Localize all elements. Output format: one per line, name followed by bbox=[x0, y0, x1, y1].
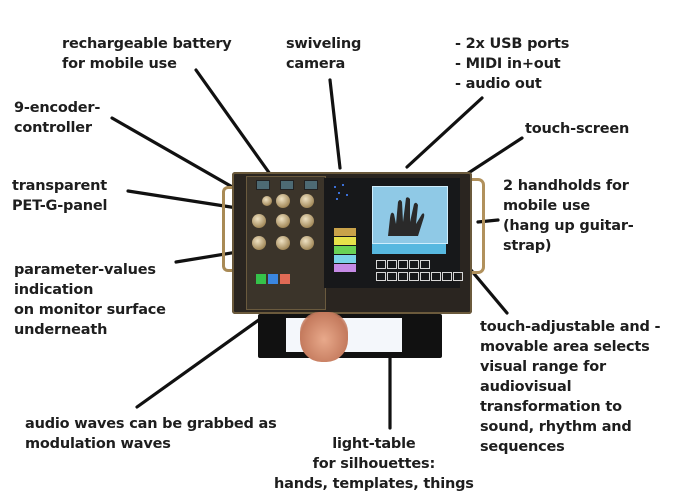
step-grid-bottom bbox=[376, 272, 463, 281]
label-light-table: light-table for silhouettes: hands, temp… bbox=[274, 436, 474, 492]
hand-on-light-table bbox=[300, 312, 348, 362]
encoder-knob bbox=[300, 214, 314, 228]
pad-green bbox=[256, 274, 266, 284]
pad-red bbox=[280, 274, 290, 284]
panel-button bbox=[280, 180, 294, 190]
label-touch-area: touch-adjustable and - movable area sele… bbox=[480, 319, 661, 455]
encoder-knob bbox=[276, 194, 290, 208]
label-panel: transparent PET-G-panel bbox=[12, 178, 108, 214]
leader-ports bbox=[405, 96, 484, 169]
pad-blue bbox=[268, 274, 278, 284]
step-grid-top bbox=[376, 260, 430, 269]
leader-battery bbox=[194, 68, 272, 176]
handhold-right bbox=[468, 178, 485, 274]
label-camera: swiveling camera bbox=[286, 36, 362, 72]
label-touchscreen: touch-screen bbox=[525, 121, 630, 137]
panel-button bbox=[304, 180, 318, 190]
encoder-knob bbox=[300, 194, 314, 208]
panel-button bbox=[256, 180, 270, 190]
encoder-knob bbox=[262, 196, 272, 206]
encoder-knob bbox=[276, 214, 290, 228]
label-encoder: 9-encoder- controller bbox=[14, 100, 101, 136]
label-battery: rechargeable battery for mobile use bbox=[62, 36, 232, 72]
encoder-knob bbox=[300, 236, 314, 250]
handhold-left bbox=[222, 186, 237, 272]
parameter-meter bbox=[334, 228, 356, 274]
waveform-strip bbox=[372, 244, 446, 254]
encoder-knob bbox=[252, 214, 266, 228]
label-handholds: 2 handholds for mobile use (hang up guit… bbox=[503, 178, 634, 254]
leader-camera bbox=[328, 78, 342, 170]
hand-silhouette bbox=[388, 197, 425, 236]
camera-indicator bbox=[332, 184, 352, 204]
encoder-knob bbox=[252, 236, 266, 250]
label-ports: - 2x USB ports - MIDI in+out - audio out bbox=[455, 36, 570, 92]
label-audio-waves: audio waves can be grabbed as modulation… bbox=[25, 416, 277, 452]
encoder-knob bbox=[276, 236, 290, 250]
label-parameter-values: parameter-values indication on monitor s… bbox=[14, 262, 166, 338]
